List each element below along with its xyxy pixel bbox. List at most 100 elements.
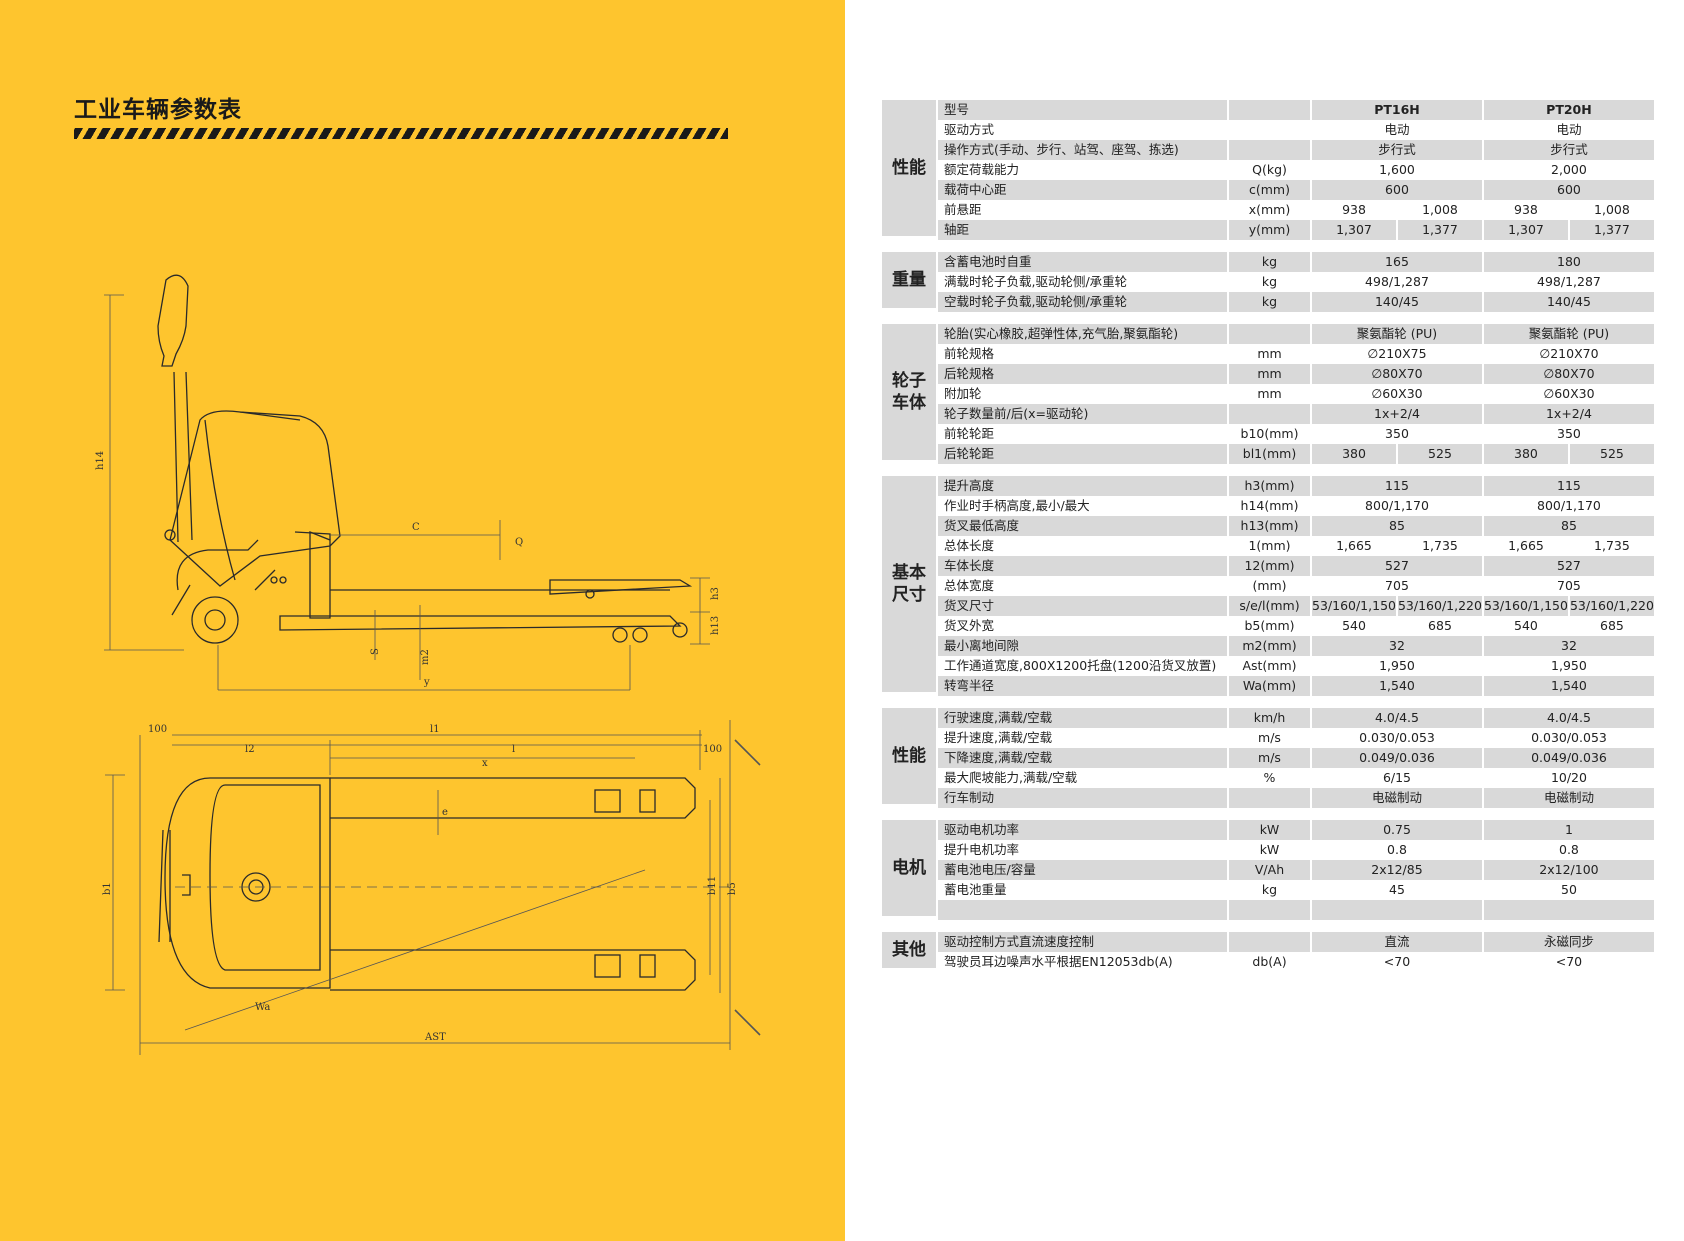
- spec-param: 轮子数量前/后(x=驱动轮): [938, 404, 1227, 424]
- spec-value: 53/160/1,220: [1569, 596, 1654, 616]
- spec-value: 600: [1312, 180, 1482, 200]
- spec-value: 53/160/1,220: [1397, 596, 1482, 616]
- spec-unit: kg: [1229, 252, 1310, 272]
- top-view-drawing: [158, 777, 696, 991]
- spec-unit: 1(mm): [1229, 536, 1310, 556]
- spacer-cell: [882, 808, 1654, 820]
- side-view-labels: h14 C Q h3 h13 S m2 y: [95, 451, 721, 688]
- spec-unit: b5(mm): [1229, 616, 1310, 636]
- spec-param: [938, 900, 1227, 920]
- spec-value: 0.030/0.053: [1312, 728, 1482, 748]
- spec-param: 附加轮: [938, 384, 1227, 404]
- spec-param: 操作方式(手动、步行、站驾、座驾、拣选): [938, 140, 1227, 160]
- spec-value: 电磁制动: [1483, 788, 1654, 808]
- spec-row: 工作通道宽度,800X1200托盘(1200沿货叉放置)Ast(mm)1,950…: [882, 656, 1654, 676]
- label-ast: AST: [424, 1032, 446, 1043]
- spec-category: 性能: [882, 708, 936, 808]
- spec-value: 0.030/0.053: [1483, 728, 1654, 748]
- label-l2: l2: [245, 744, 255, 755]
- left-panel: 工业车辆参数表: [0, 0, 845, 1241]
- spec-row: 驱动方式电动电动: [882, 120, 1654, 140]
- spec-value: 0.75: [1312, 820, 1482, 840]
- spec-value: 1,665: [1312, 536, 1396, 556]
- spec-value: 32: [1483, 636, 1654, 656]
- label-s: S: [370, 648, 381, 655]
- label-l: l: [512, 744, 515, 755]
- spec-param: 总体宽度: [938, 576, 1227, 596]
- spec-value: 350: [1483, 424, 1654, 444]
- label-h14: h14: [95, 451, 106, 470]
- spec-param: 货叉尺寸: [938, 596, 1227, 616]
- spec-unit: c(mm): [1229, 180, 1310, 200]
- spec-value: 540: [1312, 616, 1396, 636]
- spec-value: 53/160/1,150: [1312, 596, 1396, 616]
- spec-param: 总体长度: [938, 536, 1227, 556]
- group-spacer: [882, 696, 1654, 708]
- label-100-left: 100: [148, 724, 167, 735]
- spec-value: 53/160/1,150: [1483, 596, 1568, 616]
- spec-unit: bl1(mm): [1229, 444, 1310, 464]
- spec-param: 轴距: [938, 220, 1227, 240]
- spec-param: 后轮规格: [938, 364, 1227, 384]
- hazard-stripe: [74, 128, 728, 139]
- spec-unit: h14(mm): [1229, 496, 1310, 516]
- spec-param: 车体长度: [938, 556, 1227, 576]
- spec-value: 85: [1312, 516, 1482, 536]
- spec-unit: kg: [1229, 880, 1310, 900]
- label-l1: l1: [430, 724, 440, 735]
- spec-unit: kW: [1229, 840, 1310, 860]
- spec-param: 型号: [938, 100, 1227, 120]
- spec-value: 498/1,287: [1483, 272, 1654, 292]
- spec-category: 其他: [882, 932, 936, 972]
- label-h3: h3: [710, 587, 721, 600]
- spec-value: 1,307: [1483, 220, 1568, 240]
- spec-value: ∅80X70: [1483, 364, 1654, 384]
- spec-param: 货叉最低高度: [938, 516, 1227, 536]
- spec-unit: db(A): [1229, 952, 1310, 972]
- spec-row: 驾驶员耳边噪声水平根据EN12053db(A)db(A)<70<70: [882, 952, 1654, 972]
- spec-value: 115: [1312, 476, 1482, 496]
- label-b5: b5: [727, 882, 738, 895]
- spec-value: 350: [1312, 424, 1482, 444]
- spec-unit: Ast(mm): [1229, 656, 1310, 676]
- spec-value: 电磁制动: [1312, 788, 1482, 808]
- model-name: PT20H: [1483, 100, 1654, 120]
- spacer-cell: [882, 696, 1654, 708]
- spec-value: 0.049/0.036: [1312, 748, 1482, 768]
- spec-unit: m2(mm): [1229, 636, 1310, 656]
- spec-category: 基本尺寸: [882, 476, 936, 696]
- spec-unit: Wa(mm): [1229, 676, 1310, 696]
- spec-value: 4.0/4.5: [1483, 708, 1654, 728]
- spec-param: 提升高度: [938, 476, 1227, 496]
- group-spacer: [882, 240, 1654, 252]
- spec-value: 1,377: [1569, 220, 1654, 240]
- spec-value: 电动: [1312, 120, 1482, 140]
- spec-param: 转弯半径: [938, 676, 1227, 696]
- spec-value: 步行式: [1312, 140, 1482, 160]
- spec-value: 1: [1483, 820, 1654, 840]
- spec-param: 载荷中心距: [938, 180, 1227, 200]
- spec-row: 操作方式(手动、步行、站驾、座驾、拣选)步行式步行式: [882, 140, 1654, 160]
- spec-value: ∅210X70: [1483, 344, 1654, 364]
- spec-unit: [1229, 404, 1310, 424]
- spec-value: 938: [1312, 200, 1396, 220]
- spec-param: 提升速度,满载/空载: [938, 728, 1227, 748]
- spec-value: 聚氨酯轮 (PU): [1312, 324, 1482, 344]
- spec-value: 685: [1569, 616, 1654, 636]
- spec-unit: [1229, 324, 1310, 344]
- spec-unit: Q(kg): [1229, 160, 1310, 180]
- spacer-cell: [882, 240, 1654, 252]
- spec-value: ∅60X30: [1483, 384, 1654, 404]
- spec-param: 最小离地间隙: [938, 636, 1227, 656]
- spec-value: 140/45: [1483, 292, 1654, 312]
